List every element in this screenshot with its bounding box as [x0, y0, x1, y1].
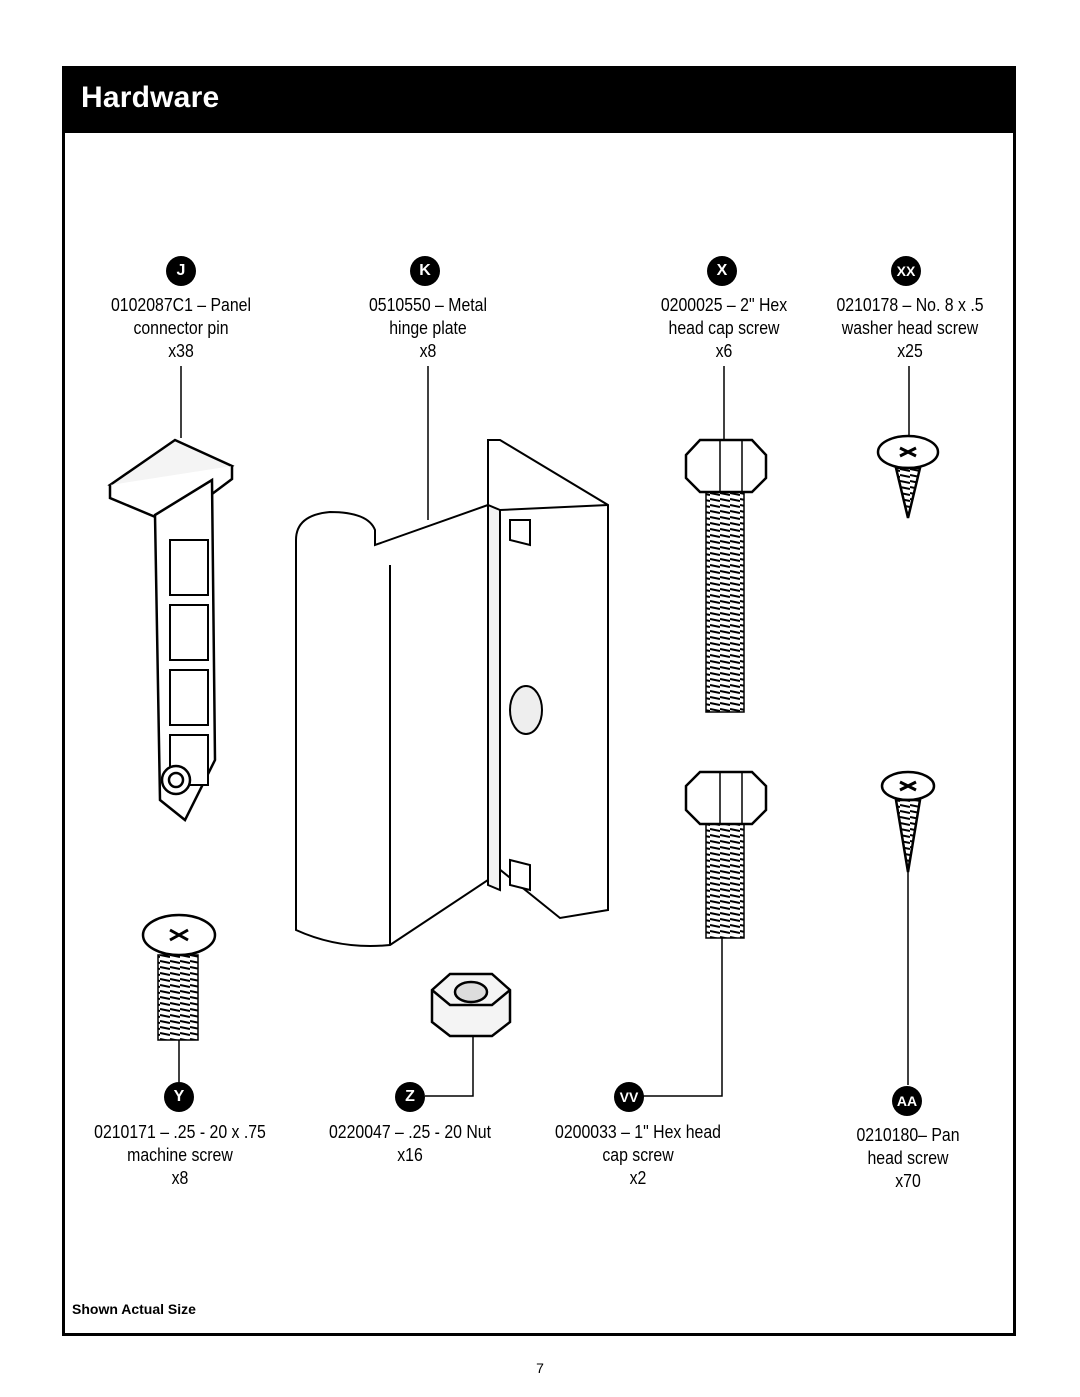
- part-badge-vv: VV: [614, 1082, 644, 1112]
- hinge-plate-drawing: [295, 439, 609, 947]
- pan-head-screw-drawing: [880, 770, 936, 873]
- part-desc-text: head cap screw: [668, 318, 780, 338]
- hex-nut-drawing: [430, 972, 512, 1038]
- part-number-text: 0220047 – .25 - 20 Nut: [328, 1122, 492, 1142]
- part-label-aa: 0210180– Pan head screw x70: [808, 1124, 1008, 1193]
- part-qty-text: x25: [897, 341, 923, 361]
- part-label-x: 0200025 – 2" Hex head cap screw x6: [622, 294, 826, 363]
- part-desc-text: cap screw: [602, 1145, 674, 1165]
- page-number: 7: [536, 1360, 544, 1376]
- section-header: Hardware: [65, 69, 1013, 133]
- part-number-text: 0510550 – Metal: [368, 295, 488, 315]
- part-badge-j: J: [166, 256, 196, 286]
- part-qty-text: x2: [629, 1168, 647, 1188]
- part-badge-z: Z: [395, 1082, 425, 1112]
- part-desc-text: washer head screw: [841, 318, 979, 338]
- part-badge-x: X: [707, 256, 737, 286]
- part-qty-text: x8: [419, 341, 437, 361]
- scale-note: Shown Actual Size: [72, 1301, 196, 1317]
- panel-connector-pin-drawing: [107, 438, 235, 822]
- part-number-text: 0210180– Pan: [856, 1125, 960, 1145]
- part-qty-text: x8: [171, 1168, 189, 1188]
- hex-cap-screw-1in-drawing: [684, 770, 768, 939]
- part-label-xx: 0210178 – No. 8 x .5 washer head screw x…: [808, 294, 1012, 363]
- part-number-text: 0210171 – .25 - 20 x .75: [94, 1122, 266, 1142]
- part-number-text: 0210178 – No. 8 x .5: [836, 295, 984, 315]
- part-number-text: 0200033 – 1" Hex head: [555, 1122, 721, 1142]
- part-label-z: 0220047 – .25 - 20 Nut x16: [300, 1121, 520, 1167]
- part-label-vv: 0200033 – 1" Hex head cap screw x2: [526, 1121, 750, 1190]
- washer-head-screw-drawing: [876, 434, 940, 519]
- machine-screw-drawing: [141, 913, 217, 1041]
- part-desc-text: machine screw: [127, 1145, 233, 1165]
- part-qty-text: x38: [168, 341, 194, 361]
- part-number-text: 0200025 – 2" Hex: [660, 295, 788, 315]
- part-badge-xx: XX: [891, 256, 921, 286]
- part-label-y: 0210171 – .25 - 20 x .75 machine screw x…: [70, 1121, 290, 1190]
- page-frame: Hardware: [62, 66, 1016, 1336]
- part-qty-text: x6: [715, 341, 733, 361]
- part-badge-aa: AA: [892, 1086, 922, 1116]
- page-title: Hardware: [81, 81, 220, 114]
- part-number-text: 0102087C1 – Panel: [110, 295, 252, 315]
- hex-cap-screw-2in-drawing: [684, 438, 768, 713]
- part-badge-y: Y: [164, 1082, 194, 1112]
- part-label-k: 0510550 – Metal hinge plate x8: [328, 294, 528, 363]
- part-desc-text: connector pin: [133, 318, 229, 338]
- part-badge-k: K: [410, 256, 440, 286]
- part-desc-text: x16: [397, 1145, 423, 1165]
- part-qty-text: x70: [895, 1171, 921, 1191]
- part-desc-text: head screw: [867, 1148, 949, 1168]
- part-desc-text: hinge plate: [389, 318, 467, 338]
- part-label-j: 0102087C1 – Panel connector pin x38: [81, 294, 281, 363]
